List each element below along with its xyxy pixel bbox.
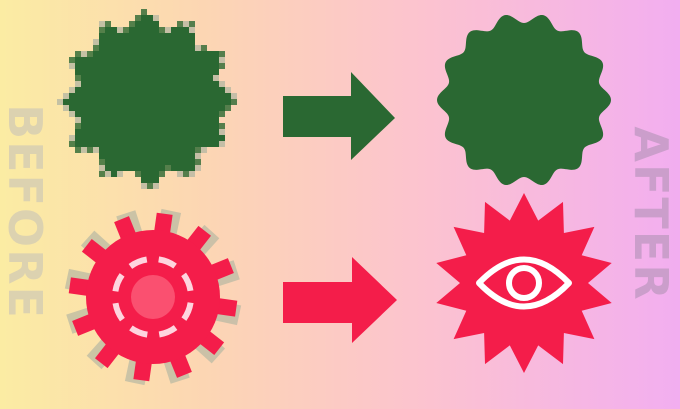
starburst-eye-badge-icon bbox=[436, 193, 612, 373]
after-label: AFTER bbox=[624, 126, 678, 302]
green-arrow-right-icon bbox=[283, 72, 395, 160]
red-arrow-right-icon bbox=[283, 257, 397, 343]
pixelated-red-gear-icon bbox=[64, 208, 242, 386]
scalloped-green-badge-icon bbox=[437, 15, 611, 185]
gear-dashed-ring bbox=[112, 256, 194, 338]
starburst-shape bbox=[436, 193, 612, 373]
before-label: BEFORE bbox=[0, 104, 52, 320]
pixelated-green-badge-icon bbox=[57, 9, 237, 189]
pixel-fringe bbox=[57, 9, 237, 189]
pixel-body bbox=[63, 15, 231, 183]
eye-pupil-icon bbox=[506, 265, 542, 301]
gear-core bbox=[131, 275, 175, 319]
eye-outline-icon bbox=[476, 256, 572, 310]
